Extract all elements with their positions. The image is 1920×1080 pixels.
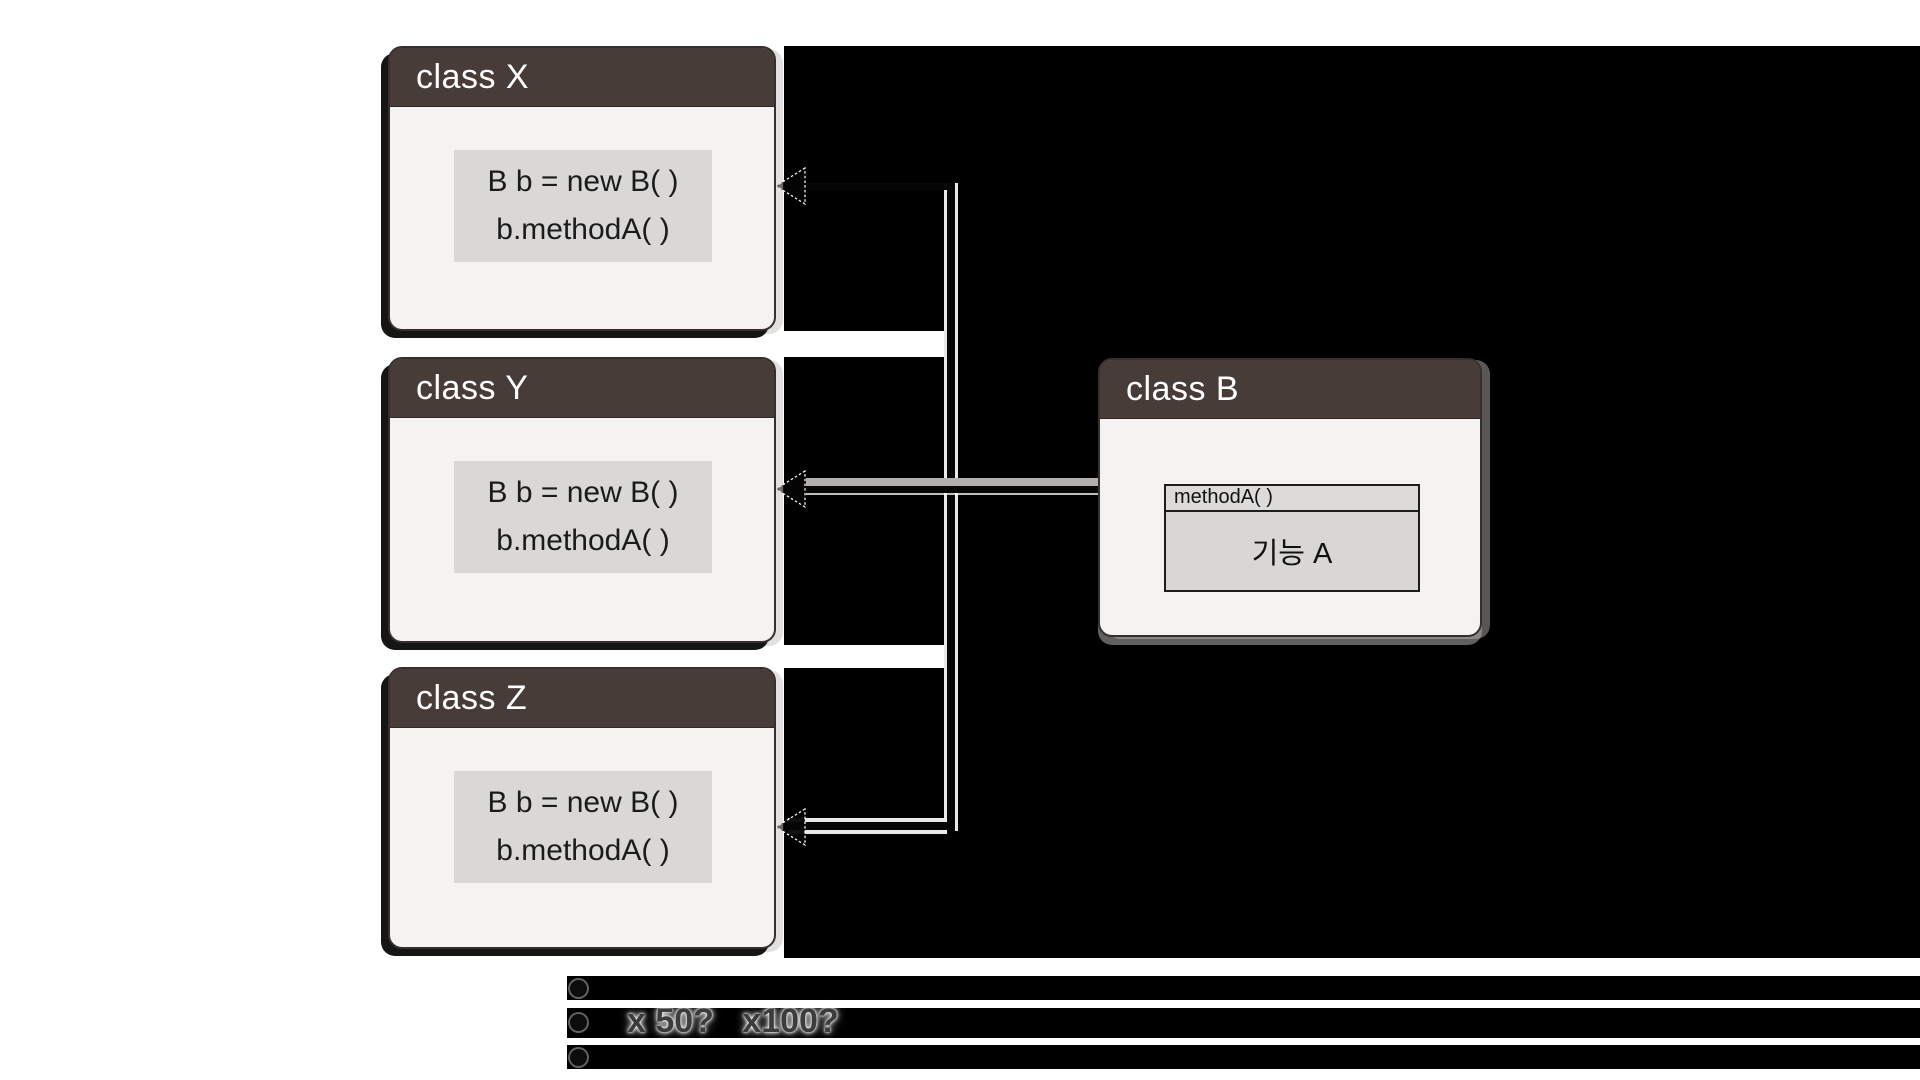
- redaction-bar-line-2: [567, 1008, 1920, 1038]
- connector-branch-to-class-y: [792, 486, 1098, 493]
- connector-branch-to-class-y-halo: [806, 478, 1098, 487]
- method-a-body-cell: 기능 A: [1251, 538, 1333, 570]
- connector-branch-to-class-z: [788, 822, 947, 830]
- class-y-title: class Y: [416, 369, 529, 407]
- class-z-title: class Z: [416, 679, 528, 717]
- class-z-header: class Z: [390, 669, 774, 728]
- code-line: b.methodA( ): [496, 524, 670, 557]
- class-b-title: class B: [1126, 370, 1240, 408]
- arrowhead-icon-class-z: [774, 807, 806, 847]
- code-line: b.methodA( ): [496, 834, 670, 867]
- arrowhead-icon-class-x: [774, 166, 806, 206]
- bullet-icon: [570, 1014, 587, 1031]
- connector-branch-to-class-y-underline: [806, 493, 1098, 495]
- method-a-header-cell: methodA( ): [1166, 486, 1418, 512]
- code-line: B b = new B( ): [487, 165, 679, 198]
- redaction-bar-line-3: [567, 1045, 1920, 1069]
- class-z-code-snippet: B b = new B( ) b.methodA( ): [454, 771, 712, 883]
- canvas-gap-strip: [784, 331, 944, 357]
- class-y-header: class Y: [390, 359, 774, 418]
- class-x-header: class X: [390, 48, 774, 107]
- code-line: b.methodA( ): [496, 213, 670, 246]
- class-y-card: class Y B b = new B( ) b.methodA( ): [388, 357, 776, 643]
- class-z-card: class Z B b = new B( ) b.methodA( ): [388, 667, 776, 949]
- class-b-card: class B methodA( ) 기능 A: [1098, 358, 1482, 637]
- connector-branch-to-class-z-halo: [788, 818, 947, 822]
- class-x-title: class X: [416, 58, 530, 96]
- arrowhead-icon-class-y: [774, 469, 806, 509]
- redaction-bar-line-1: [567, 976, 1920, 1000]
- class-x-card: class X B b = new B( ) b.methodA( ): [388, 46, 776, 331]
- notes-visible-text: x 50? x100?: [627, 1002, 839, 1040]
- code-line: B b = new B( ): [487, 786, 679, 819]
- connector-branch-to-class-x: [784, 183, 947, 190]
- bullet-icon: [570, 980, 587, 997]
- class-b-header: class B: [1100, 360, 1480, 419]
- class-y-code-snippet: B b = new B( ) b.methodA( ): [454, 461, 712, 573]
- connector-branch-to-class-z-halo: [788, 830, 947, 834]
- code-line: B b = new B( ): [487, 476, 679, 509]
- class-b-method-table: methodA( ) 기능 A: [1164, 484, 1420, 592]
- class-x-code-snippet: B b = new B( ) b.methodA( ): [454, 150, 712, 262]
- canvas-gap-strip: [784, 645, 944, 668]
- connector-trunk-line: [947, 183, 955, 831]
- bullet-icon: [570, 1049, 587, 1066]
